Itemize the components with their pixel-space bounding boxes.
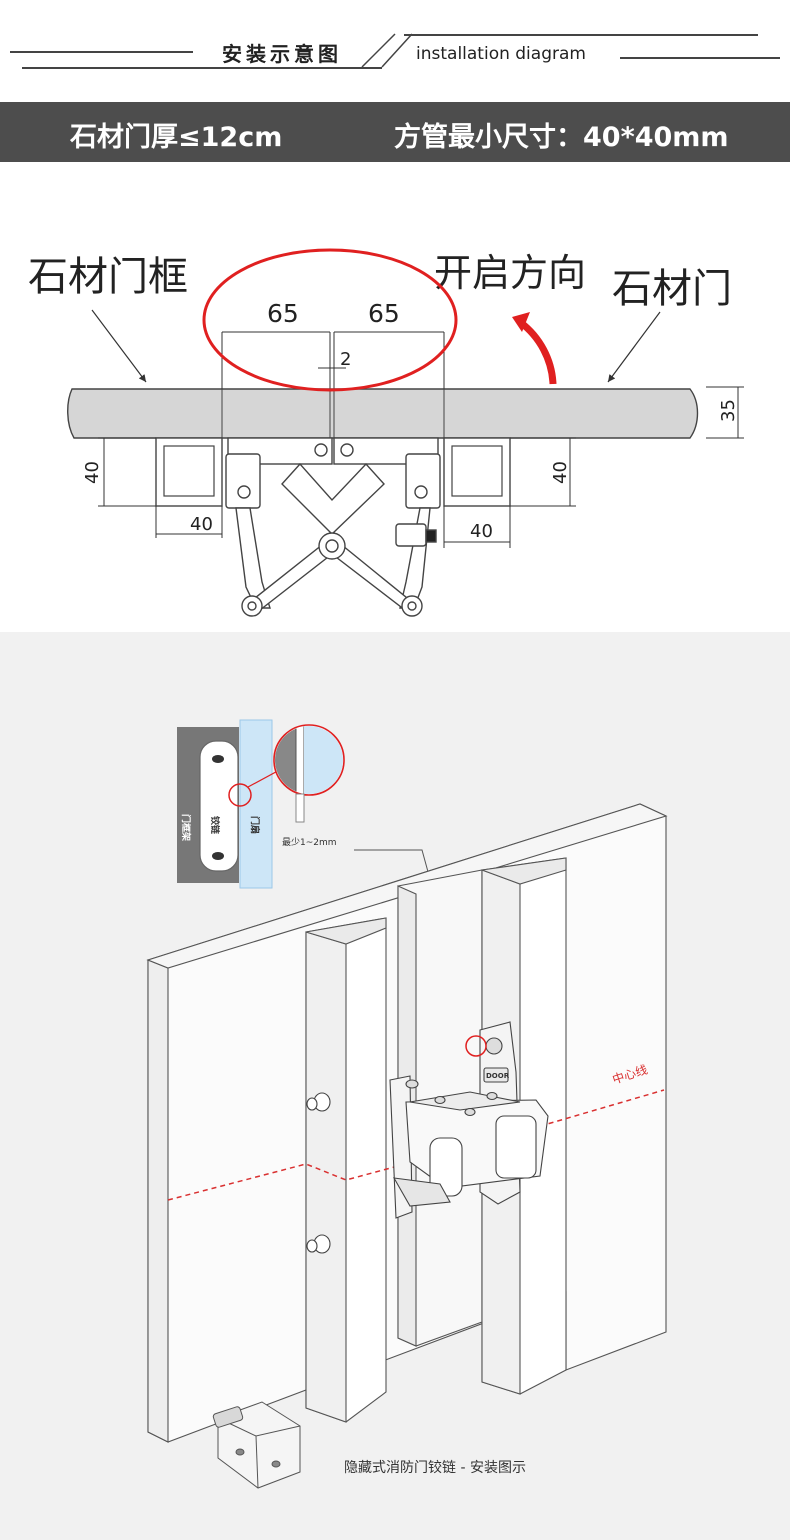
inset-hinge-label: 铰链 (209, 816, 221, 835)
hinge-mechanism (225, 437, 441, 617)
dim-tube-height-left: 40 (82, 461, 103, 484)
inset-frame-label: 门框架 (180, 814, 192, 841)
leader-frame (91, 309, 147, 383)
leader-door (607, 311, 661, 383)
header-rule-right-top (404, 34, 758, 36)
open-arrow-shaft (517, 319, 557, 385)
dim-65-left: 65 (267, 299, 299, 328)
open-arrow-head (512, 312, 530, 332)
gap-note: 最少1~2mm (282, 837, 337, 848)
spec-tube-size: 方管最小尺寸：40*40mm (394, 122, 729, 153)
label-stone-frame: 石材门框 (28, 254, 188, 300)
header-title-en: installation diagram (416, 44, 586, 64)
header-rule-left-bottom (22, 67, 382, 69)
header-title-cn: 安装示意图 (222, 42, 342, 66)
inset-detail: 门框架 铰链 门扇 最少1~2mm (177, 719, 473, 1033)
hinge-gap-marker (465, 1035, 487, 1057)
hinge-product-thumbnail (212, 1401, 301, 1489)
dim-gap: 2 (340, 349, 351, 370)
label-stone-door: 石材门 (612, 266, 732, 312)
dim-tube-width-left: 40 (190, 514, 213, 535)
isometric-panel: 门框架 铰链 门扇 最少1~2mm 中心线 (0, 632, 790, 1540)
header-rule-left-top (10, 51, 193, 53)
highlight-ellipse (202, 248, 458, 392)
header: 安装示意图 installation diagram (0, 0, 790, 100)
dim-tube-width-right: 40 (470, 521, 493, 542)
header-slashes (361, 33, 413, 68)
plan-diagram: 石材门框 开启方向 石材门 65 65 2 35 40 40 40 40 (28, 248, 744, 617)
label-open-direction: 开启方向 (434, 251, 586, 295)
spec-bar: 石材门厚≤12cm 方管最小尺寸：40*40mm (0, 102, 790, 162)
isometric-diagram: 门框架 铰链 门扇 最少1~2mm 中心线 (146, 719, 668, 1489)
hinge-3d: DOOR (389, 1021, 549, 1219)
stone-slab (67, 388, 699, 439)
spec-door-thickness: 石材门厚≤12cm (70, 122, 283, 153)
dim-tube-height-right: 40 (550, 461, 571, 484)
door-plate-label: DOOR (486, 1072, 510, 1080)
dim-thickness: 35 (718, 399, 739, 422)
header-rule-right-bottom (620, 57, 780, 59)
inset-door-label: 门扇 (249, 816, 261, 834)
bolts (306, 1092, 331, 1254)
caption: 隐藏式消防门铰链 - 安装图示 (344, 1460, 526, 1476)
dim-65-right: 65 (368, 299, 400, 328)
